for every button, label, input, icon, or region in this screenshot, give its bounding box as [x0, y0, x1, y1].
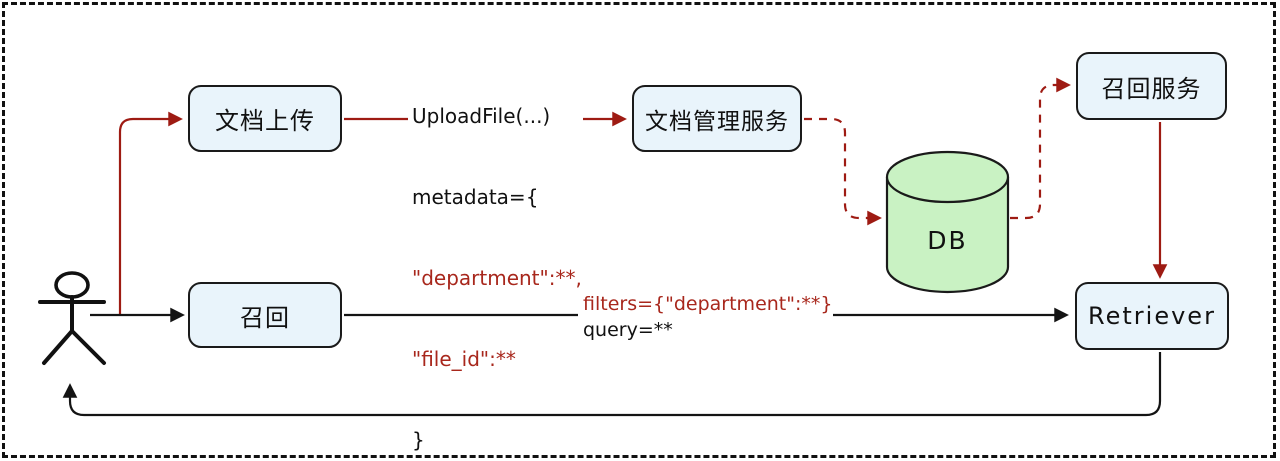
upload-call-line-5: }: [412, 428, 425, 452]
arrow-db-to-recall-service: [1010, 77, 1071, 220]
user-actor-icon: [38, 271, 106, 365]
db-cylinder: [885, 150, 1010, 294]
arrow-user-to-doc-upload: [118, 111, 183, 316]
node-retriever: Retriever: [1075, 282, 1229, 350]
node-doc-mgmt-service: 文档管理服务: [632, 85, 802, 152]
node-recall-service: 召回服务: [1076, 52, 1227, 120]
upload-call-annotation: UploadFile(...) metadata={ "department":…: [412, 49, 582, 461]
query-annotation: query=**: [583, 319, 673, 341]
arrow-retriever-to-user: [62, 352, 1162, 417]
node-recall: 召回: [188, 282, 342, 348]
upload-call-line-2: metadata={: [412, 185, 539, 209]
filters-annotation: filters={"department":**}: [583, 293, 833, 315]
upload-call-line-3: "department":**,: [412, 266, 582, 290]
upload-call-line-1: UploadFile(...): [412, 104, 551, 128]
db-label: DB: [927, 226, 968, 255]
upload-call-line-4: "file_id":**: [412, 347, 516, 371]
node-doc-upload: 文档上传: [188, 85, 342, 152]
arrow-doc-mgmt-to-db: [804, 117, 882, 226]
